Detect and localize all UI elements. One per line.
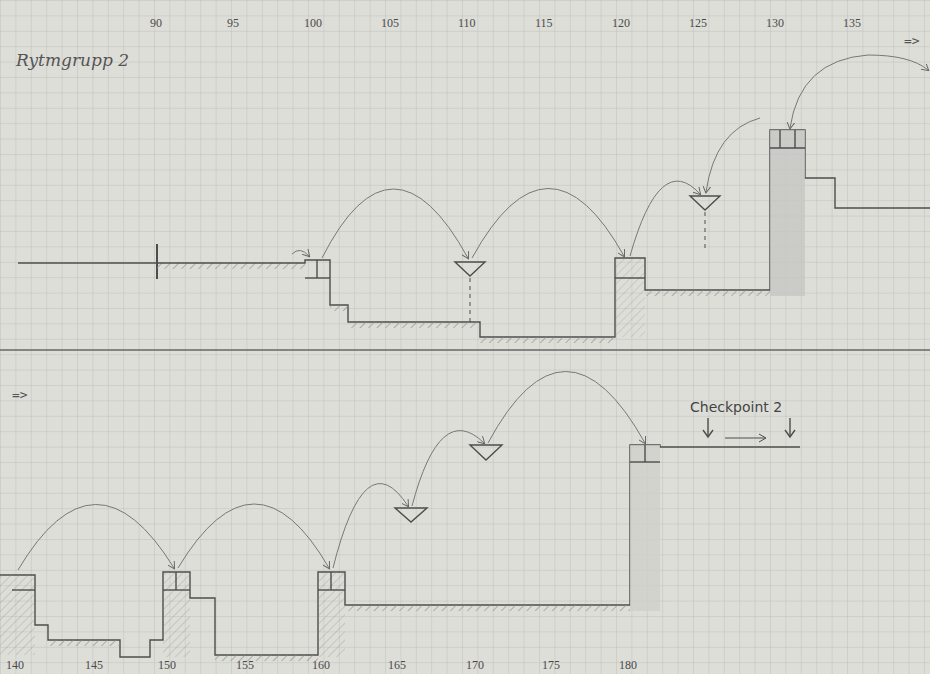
checkpoint-label: Checkpoint 2: [690, 400, 782, 414]
axis-number: 110: [458, 17, 476, 29]
continue-mark: =>: [904, 34, 920, 47]
axis-number: 95: [227, 17, 239, 29]
axis-number: 105: [381, 17, 399, 29]
axis-number: 155: [236, 659, 254, 671]
jump-arcs-bottom: [18, 372, 645, 571]
axis-number: 160: [312, 659, 330, 671]
axis-number: 100: [304, 17, 322, 29]
axis-number: 130: [766, 17, 784, 29]
axis-number: 135: [843, 17, 861, 29]
continue-mark: =>: [12, 388, 28, 401]
axis-number: 145: [85, 659, 103, 671]
axis-number: 175: [542, 659, 560, 671]
axis-number: 90: [150, 17, 162, 29]
terrain-top: [18, 130, 930, 343]
axis-number: 115: [535, 17, 553, 29]
axis-number: 140: [6, 659, 24, 671]
sheet-title: Rytmgrupp 2: [16, 52, 129, 69]
axis-number: 150: [158, 659, 176, 671]
section-divider: [0, 349, 930, 351]
axis-number: 180: [619, 659, 637, 671]
axis-number: 170: [466, 659, 484, 671]
axis-number: 125: [689, 17, 707, 29]
terrain-bottom: [0, 418, 800, 661]
axis-number: 165: [388, 659, 406, 671]
jump-arcs-top: [292, 55, 928, 258]
axis-number: 120: [612, 17, 630, 29]
